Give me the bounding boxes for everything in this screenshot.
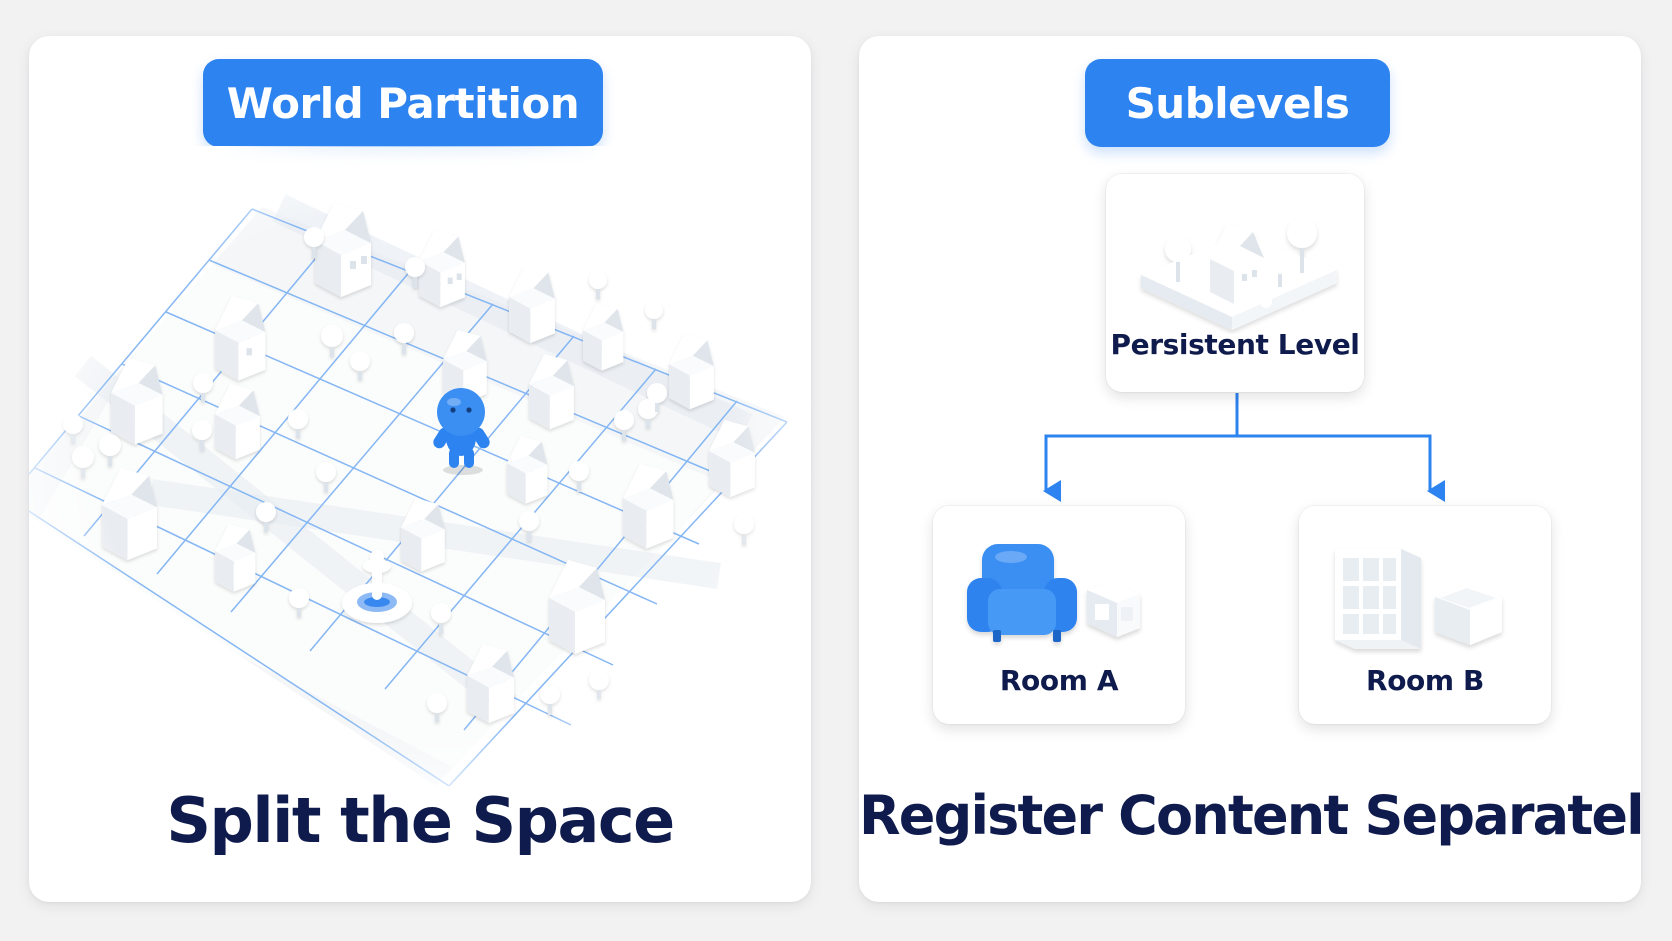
blue-armchair [967,544,1077,642]
world-partition-pill: World Partition [203,59,603,147]
split-space-title: Split the Space [166,784,675,857]
room-a-label: Room A [999,664,1119,697]
room-b-label: Room B [1366,664,1484,697]
shelf-icon [1335,549,1502,649]
cube-shelf [1335,549,1421,649]
persistent-level-card: Persistent Level [1106,174,1364,392]
sublevels-panel: Sublevels [859,36,1641,902]
world-partition-panel: World Partition [29,36,811,902]
house-diorama-icon [1141,218,1337,330]
side-table-icon [1087,582,1140,637]
persistent-level-label: Persistent Level [1110,328,1360,361]
connector-room-b [1237,434,1445,502]
sublevel-hierarchy-connectors [1043,393,1445,502]
room-a-card: Room A [933,506,1185,724]
storage-box-icon [1435,584,1502,645]
armchair-icon [967,544,1140,642]
sublevels-pill: Sublevels [1085,59,1390,147]
room-b-card: Room B [1299,506,1551,724]
map-vignette [29,146,811,786]
partitioned-city-map [29,146,811,786]
connector-room-a [1043,393,1239,502]
register-content-title: Register Content Separately [859,784,1641,847]
